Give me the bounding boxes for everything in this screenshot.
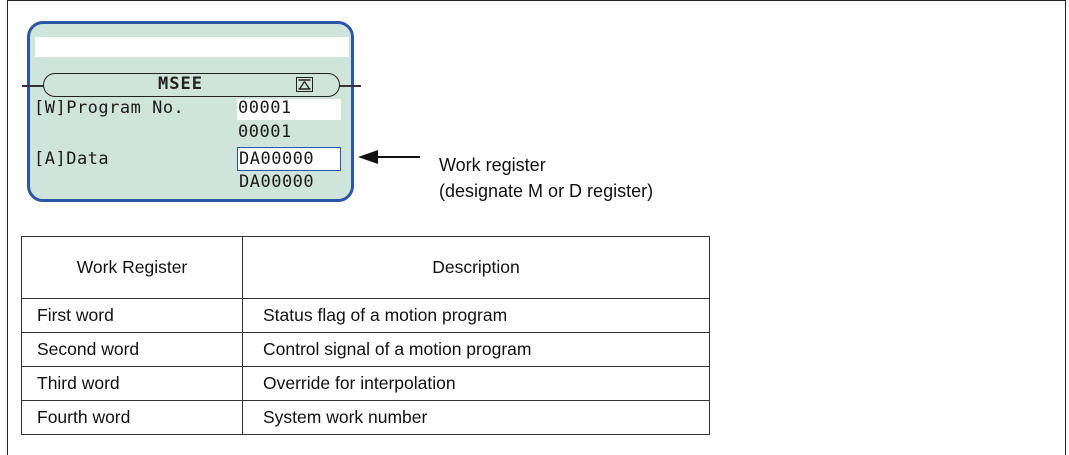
table-row: Third word Override for interpolation <box>21 366 710 401</box>
program-no-label: [W]Program No. <box>34 98 185 118</box>
register-cell: Fourth word <box>21 400 243 435</box>
table-row: Fourth word System work number <box>21 400 710 435</box>
program-no-input[interactable]: 00001 <box>238 98 292 118</box>
page-switch-icon[interactable] <box>296 77 313 92</box>
title-rule-left <box>22 85 44 87</box>
table-row: First word Status flag of a motion progr… <box>21 298 710 333</box>
register-cell: First word <box>21 298 243 333</box>
description-cell: Override for interpolation <box>242 366 710 401</box>
table-header-row: Work Register Description <box>21 236 710 299</box>
panel-title-bar <box>35 37 349 57</box>
msee-title: MSEE <box>158 74 203 94</box>
work-register-table: Work Register Description First word Sta… <box>21 236 710 435</box>
pointer-arrow <box>358 150 420 164</box>
description-cell: Control signal of a motion program <box>242 332 710 367</box>
annotation-line-1: Work register <box>439 155 546 175</box>
header-description: Description <box>242 236 710 299</box>
data-input[interactable]: DA00000 <box>239 149 315 169</box>
program-no-input-bg <box>237 99 341 120</box>
register-cell: Third word <box>21 366 243 401</box>
data-current: DA00000 <box>239 172 315 192</box>
annotation-line-2: (designate M or D register) <box>439 181 654 201</box>
program-no-current: 00001 <box>238 122 292 142</box>
header-work-register: Work Register <box>21 236 243 299</box>
msee-title-pill <box>43 73 340 97</box>
description-cell: System work number <box>242 400 710 435</box>
title-rule-right <box>339 85 361 87</box>
data-label: [A]Data <box>34 149 110 169</box>
data-input-box[interactable] <box>237 147 341 171</box>
description-cell: Status flag of a motion program <box>242 298 710 333</box>
figure-frame <box>7 0 1066 455</box>
register-cell: Second word <box>21 332 243 367</box>
table-row: Second word Control signal of a motion p… <box>21 332 710 367</box>
